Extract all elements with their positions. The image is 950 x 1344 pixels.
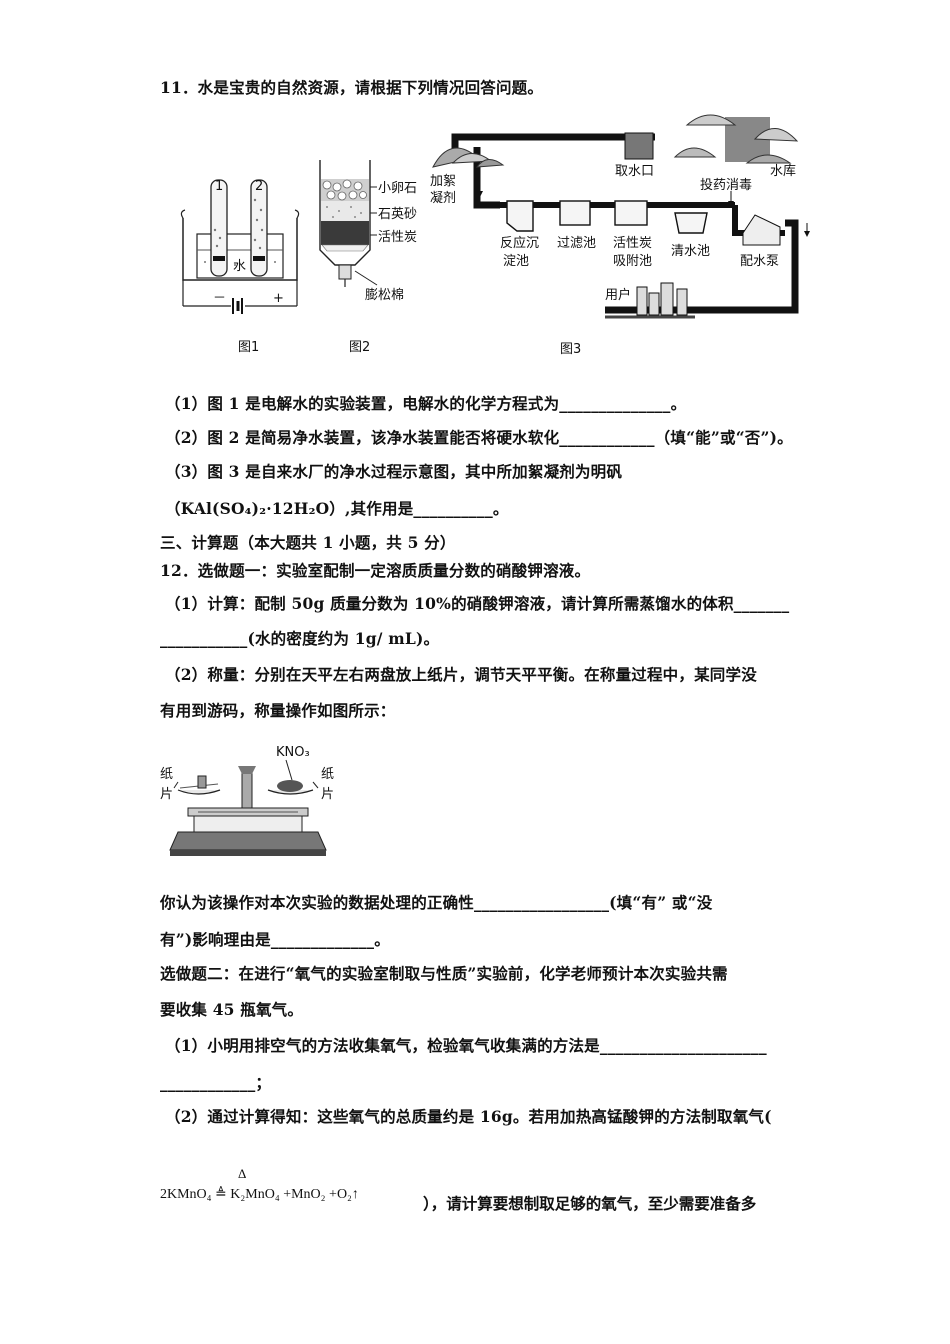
tube-1-label: 1 bbox=[215, 179, 223, 194]
q11-stem: 11．水是宝贵的自然资源，请根据下列情况回答问题。 bbox=[160, 78, 544, 97]
q11-part3: （3）图 3 是自来水厂的净水过程示意图，其中所加絮凝剂为明矾 bbox=[165, 462, 623, 481]
plus-label: + bbox=[273, 291, 284, 306]
reaction-label-2: 淀池 bbox=[503, 254, 529, 269]
option2-part2: （2）通过计算得知：这些氧气的总质量约是 16g。若用加热高锰酸钾的方法制取氧气… bbox=[165, 1107, 772, 1126]
section-3-heading: 三、计算题（本大题共 1 小题，共 5 分） bbox=[160, 533, 456, 552]
cotton-label: 膨松棉 bbox=[365, 288, 404, 303]
figure-3-water-plant: 取水口 水库 加絮 凝剂 投药消毒 反应沉 淀池 过滤池 活性炭 吸附池 清水池… bbox=[430, 114, 810, 319]
clear-pool-label: 清水池 bbox=[671, 244, 710, 259]
disinfect-label: 投药消毒 bbox=[700, 177, 752, 193]
flocculant-label-2: 凝剂 bbox=[430, 190, 456, 206]
balance-figure: KNO₃ 纸 片 纸 片 bbox=[160, 745, 334, 856]
option2-2: 要收集 45 瓶氧气。 bbox=[160, 1000, 304, 1019]
q12-effect-1: 你认为该操作对本次实验的数据处理的正确性_________________(填“… bbox=[160, 893, 713, 912]
q11-part2: （2）图 2 是简易净水装置，该净水装置能否将硬水软化____________（… bbox=[165, 428, 793, 447]
option2-part1-b: ____________； bbox=[160, 1073, 272, 1092]
q12-calc-1: （1）计算：配制 50g 质量分数为 10%的硝酸钾溶液，请计算所需蒸馏水的体积… bbox=[165, 594, 790, 613]
option2-part1-a: （1）小明用排空气的方法收集氧气，检验氧气收集满的方法是____________… bbox=[165, 1036, 767, 1055]
q12-weigh-2: 有用到游码，称量操作如图所示： bbox=[160, 701, 396, 720]
q12-effect-2: 有”)影响理由是_____________。 bbox=[160, 930, 390, 949]
kmno4-equation: Δ 2KMnO₄ ≜ K₂MnO₄ +MnO₂ +O₂↑ bbox=[160, 1166, 359, 1202]
figure-1-electrolysis: 1 2 水 － + bbox=[180, 179, 300, 314]
pump-label: 配水泵 bbox=[740, 254, 779, 269]
figure-1-caption: 图1 bbox=[238, 340, 260, 355]
pebble-label: 小卵石 bbox=[378, 181, 417, 196]
q12-calc-2: ___________(水的密度约为 1g/ mL)。 bbox=[160, 629, 440, 648]
water-label: 水 bbox=[233, 259, 246, 274]
carbon-label: 活性炭 bbox=[378, 230, 417, 245]
paper-left-2: 片 bbox=[160, 787, 173, 802]
figure-2-purifier: 小卵石 石英砂 活性炭 膨松棉 bbox=[319, 160, 417, 303]
reservoir-label: 水库 bbox=[770, 163, 796, 179]
filter-label: 过滤池 bbox=[557, 236, 596, 251]
carbon-pool-label-2: 吸附池 bbox=[613, 254, 652, 269]
reaction-label-1: 反应沉 bbox=[500, 235, 539, 251]
q11-part1: （1）图 1 是电解水的实验装置，电解水的化学方程式为_____________… bbox=[165, 394, 687, 413]
tube-2-label: 2 bbox=[255, 179, 263, 194]
figure-3-caption: 图3 bbox=[560, 342, 582, 357]
flocculant-label-1: 加絮 bbox=[430, 173, 456, 189]
option2-1: 选做题二：在进行“氧气的实验室制取与性质”实验前，化学老师预计本次实验共需 bbox=[160, 964, 728, 983]
minus-label: － bbox=[213, 291, 226, 306]
option2-part2-tail: ），请计算要想制取足够的氧气，至少需要准备多 bbox=[423, 1194, 757, 1213]
sand-label: 石英砂 bbox=[378, 207, 417, 222]
q11-part3-cont: （KAl(SO₄)₂·12H₂O）,其作用是__________。 bbox=[165, 499, 509, 518]
intake-label: 取水口 bbox=[615, 164, 654, 179]
q12-stem: 12．选做题一：实验室配制一定溶质质量分数的硝酸钾溶液。 bbox=[160, 561, 591, 580]
q12-weigh-1: （2）称量：分别在天平左右两盘放上纸片，调节天平平衡。在称量过程中，某同学没 bbox=[165, 665, 757, 684]
user-label: 用户 bbox=[605, 287, 631, 303]
paper-left-1: 纸 bbox=[160, 767, 173, 782]
kno3-label: KNO₃ bbox=[276, 745, 310, 760]
paper-right-1: 纸 bbox=[321, 767, 334, 782]
paper-right-2: 片 bbox=[321, 787, 334, 802]
carbon-pool-label-1: 活性炭 bbox=[613, 236, 652, 251]
figure-2-caption: 图2 bbox=[349, 340, 371, 355]
